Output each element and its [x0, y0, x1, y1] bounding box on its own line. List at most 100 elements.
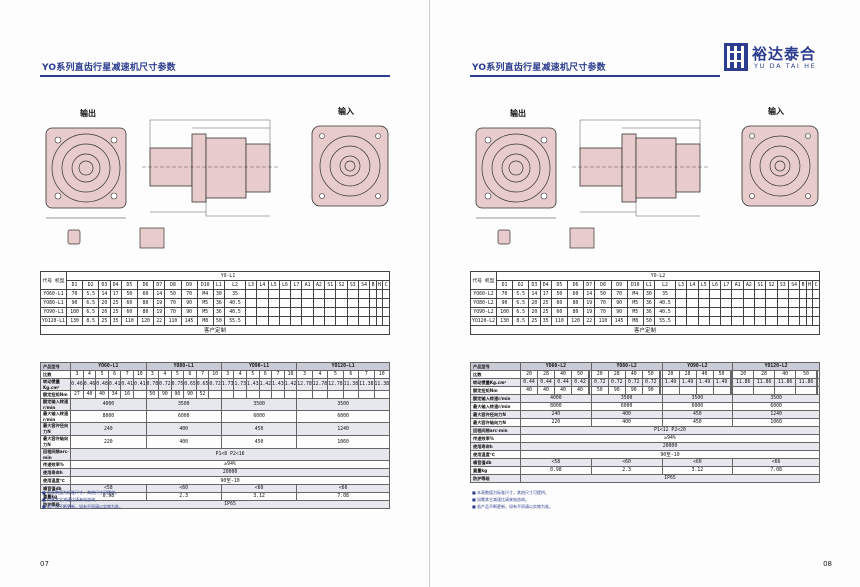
spec-value: 1.49	[678, 378, 697, 387]
spec-value: 6000	[220, 410, 298, 423]
spec-value: ≥94%	[70, 460, 390, 469]
dim-col-header: L3	[244, 280, 258, 290]
dim-cell	[754, 289, 767, 299]
dim-col-header: A1	[731, 280, 744, 290]
dim-col-header: D5	[550, 280, 568, 290]
spec-value: 3500	[732, 394, 820, 403]
dim-cell: 20	[98, 307, 111, 317]
spec-value: 400	[590, 418, 663, 427]
dim-cell	[731, 316, 744, 326]
dim-cell: 100	[65, 307, 84, 317]
spec-value: 5	[95, 370, 109, 379]
spec-key: 使用寿命h	[470, 442, 521, 451]
dim-cell	[708, 289, 722, 299]
spec-value: 4	[82, 370, 97, 379]
dim-cell	[335, 298, 348, 308]
dim-cell: 25	[528, 316, 541, 326]
spec-value: 20000	[70, 468, 390, 477]
spec-value	[661, 386, 680, 395]
dim-col-header: D10	[626, 280, 644, 290]
output-label: 输出	[80, 109, 96, 118]
dim-col-header: D8	[164, 280, 182, 290]
spec-key: 传递效率%	[39, 460, 72, 469]
footnotes: ■ 本表数值为标准尺寸，其他尺寸可提供。■ 如需其它减速比请来电咨询。■ 若产品…	[472, 489, 553, 510]
spec-value: 3	[70, 370, 84, 379]
logo-en-text: YU DA TAI HE	[754, 62, 817, 70]
spec-key: 噪音值db	[470, 458, 521, 467]
dim-col-header: S1	[754, 280, 767, 290]
dim-cell	[708, 298, 722, 308]
dim-cell: 145	[180, 316, 198, 326]
dim-cell	[742, 298, 756, 308]
spec-value: 1.42	[258, 378, 273, 391]
spec-value: 5	[246, 370, 260, 379]
spec-value: 11.86	[774, 378, 797, 387]
dim-cell: M5	[626, 307, 644, 317]
spec-value: <66	[732, 458, 820, 467]
dim-col-header: L3	[674, 280, 688, 290]
spec-value: <60	[145, 484, 222, 493]
spec-value: 50	[795, 370, 817, 379]
dim-cell: 100	[495, 307, 514, 317]
dim-cell	[765, 298, 778, 308]
dim-cell	[742, 289, 756, 299]
dim-cell: M4	[626, 289, 644, 299]
spec-value	[753, 386, 776, 395]
dim-cell: 14	[153, 289, 166, 299]
spec-value: 450	[661, 410, 734, 419]
page-title: YO系列直齿行星减速机尺寸参数	[42, 63, 176, 73]
spec-value	[795, 386, 817, 395]
dim-cell: 90	[65, 298, 84, 308]
dim-cell: 130	[495, 316, 514, 326]
spec-value: 0.72	[607, 378, 626, 387]
spec-value: 1.73	[220, 378, 235, 391]
dim-cell	[720, 298, 733, 308]
spec-value: 50	[571, 370, 590, 379]
dim-cell: 60	[550, 298, 568, 308]
input-label: 输入	[338, 107, 354, 116]
spec-value	[817, 378, 820, 387]
logo-cn-text: 裕达泰合	[752, 45, 817, 63]
footnote: ■ 本表数值为标准尺寸，其他尺寸可提供。	[472, 490, 550, 495]
spec-value: 2.3	[145, 492, 222, 501]
input-flange-view	[741, 125, 819, 207]
spec-value: 0.72	[624, 378, 643, 387]
dim-cell: 90	[180, 307, 198, 317]
dim-cell: 145	[610, 316, 628, 326]
spec-value	[258, 390, 273, 399]
dim-cell: 50	[212, 316, 226, 326]
spec-header-cell: 产品型号	[470, 362, 521, 371]
dim-cell: M5	[196, 298, 214, 308]
model-header-cell: 代号 机型	[40, 271, 67, 290]
dim-cell	[290, 307, 303, 317]
spec-value: 450	[661, 418, 734, 427]
spec-value: <58	[520, 458, 592, 467]
key-detail	[497, 227, 595, 249]
spec-value: 40	[95, 390, 109, 399]
spec-value: 6	[342, 370, 360, 379]
spec-value: 240	[70, 422, 147, 436]
dim-cell: YO90-L1	[40, 307, 67, 317]
page-number: 07	[40, 560, 49, 568]
dim-cell: 55.5	[654, 316, 676, 326]
spec-value: 0.75	[170, 378, 185, 391]
spec-value: 400	[145, 422, 222, 436]
dim-cell	[267, 316, 280, 326]
dim-cell	[335, 316, 348, 326]
spec-value: P1<12 P2<20	[520, 426, 820, 435]
dim-cell: 5.5	[82, 289, 100, 299]
footnote: ■ 若产品不断更新，如有不同请以实物为准。	[472, 504, 554, 509]
dim-cell	[312, 298, 326, 308]
spec-header-cell: YO90-L1	[220, 362, 298, 371]
technical-drawing: 输出输入	[470, 100, 830, 265]
custom-row: 客户定制	[470, 325, 820, 335]
